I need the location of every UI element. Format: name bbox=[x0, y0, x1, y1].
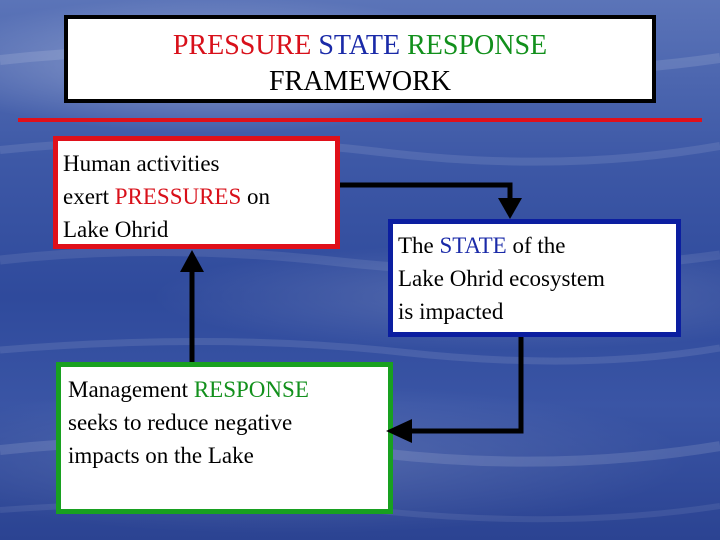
title-word-pressure: PRESSURE bbox=[172, 30, 312, 61]
arrowhead-state bbox=[498, 198, 522, 219]
title-line-1: PRESSURE STATE RESPONSE bbox=[68, 28, 652, 64]
pressure-box: Human activities exert PRESSURES on Lake… bbox=[53, 136, 340, 249]
arrow-state-to-response bbox=[410, 337, 524, 434]
title-line-2: FRAMEWORK bbox=[268, 66, 451, 97]
response-line-1-before: Management bbox=[68, 377, 194, 402]
state-line-1: The STATE of the bbox=[398, 229, 676, 262]
state-box: The STATE of the Lake Ohrid ecosystem is… bbox=[388, 219, 681, 337]
pressure-line-2-after: on bbox=[241, 184, 271, 209]
response-line-2: seeks to reduce negative bbox=[68, 410, 293, 435]
title-word-state: STATE bbox=[318, 30, 401, 61]
pressure-keyword: PRESSURES bbox=[114, 184, 242, 209]
state-line-3: is impacted bbox=[398, 299, 504, 324]
state-keyword: STATE bbox=[439, 233, 507, 258]
title-box: PRESSURE STATE RESPONSE FRAMEWORK bbox=[64, 15, 656, 103]
state-line-1-before: The bbox=[398, 233, 440, 258]
response-keyword: RESPONSE bbox=[193, 377, 309, 402]
pressure-line-2: exert PRESSURES on bbox=[63, 180, 335, 213]
pressure-line-3: Lake Ohrid bbox=[63, 217, 169, 242]
pressure-line-1: Human activities bbox=[63, 151, 220, 176]
response-line-1: Management RESPONSE bbox=[68, 373, 388, 406]
response-box: Management RESPONSE seeks to reduce nega… bbox=[56, 362, 393, 514]
state-line-1-after: of the bbox=[506, 233, 566, 258]
response-line-3: impacts on the Lake bbox=[68, 443, 254, 468]
title-word-response: RESPONSE bbox=[407, 30, 548, 61]
pressure-line-2-before: exert bbox=[63, 184, 115, 209]
state-line-2: Lake Ohrid ecosystem bbox=[398, 266, 605, 291]
arrow-pressure-to-state bbox=[340, 182, 513, 200]
arrowhead-pressure bbox=[180, 250, 204, 272]
title-divider bbox=[18, 118, 702, 122]
